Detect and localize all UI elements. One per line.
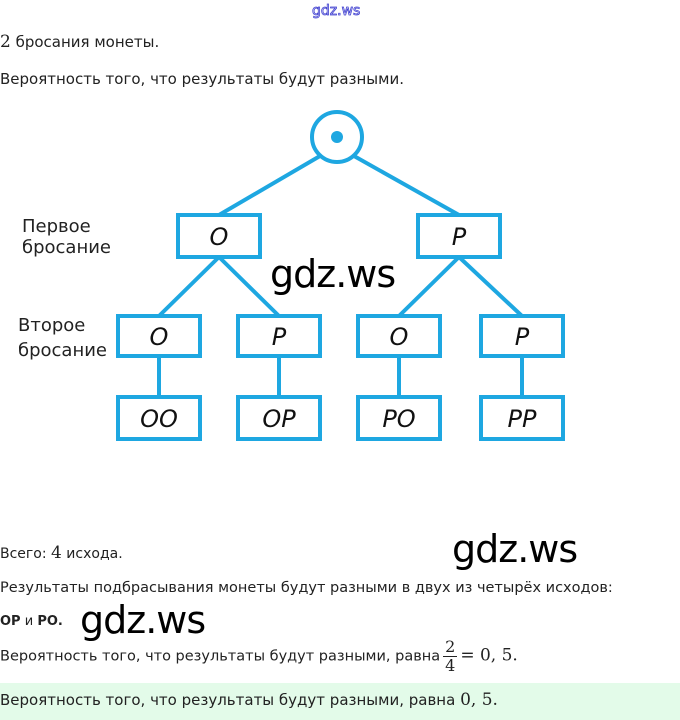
question-text: Вероятность того, что результаты будут р… [0,70,404,88]
calc-text: Вероятность того, что результаты будут р… [0,648,441,665]
answer-text: Вероятность того, что результаты будут р… [0,691,456,709]
answer-value: 0, 5. [460,690,498,710]
node-label: О [210,223,229,251]
intro-text: бросания монеты. [15,33,160,51]
fraction-denominator: 4 [445,656,456,675]
total-suffix: исхода. [66,546,123,562]
root-node [310,110,364,164]
total-value: 4 [51,543,62,563]
total-prefix: Всего: [0,546,47,562]
throw-count: 2 [0,32,11,52]
pair-b: РО. [37,614,63,629]
node-l1-o [176,213,262,259]
node-label: О [150,323,169,351]
outcome-label: ОО [140,405,178,433]
root-dot [331,131,343,143]
calc-line: Вероятность того, что результаты будут р… [0,638,518,675]
node-label: Р [515,323,530,351]
outcome-label: РР [508,405,537,433]
fraction-numerator: 2 [443,637,458,657]
watermark-top: gdz.ws [312,3,361,20]
intro-line: 2 бросания монеты. [0,32,159,52]
answer-line: Вероятность того, что результаты будут р… [0,690,498,710]
pair-a: ОР [0,614,21,629]
probability-tree: Первое бросание Второе бросание О Р О Р … [18,110,565,441]
watermark: gdz.ws [270,252,396,296]
watermark: gdz.ws [452,527,578,571]
node-label: О [390,323,409,351]
level2-label: бросание [18,340,107,361]
node-label: Р [272,323,287,351]
total-line: Всего: 4 исхода. [0,543,123,563]
pairs-line: ОР и РО. [0,614,63,629]
node-l1-p [416,213,502,259]
level1-label: бросание [22,237,111,258]
outcome-label: РО [382,405,415,433]
level1-label: Первое [22,216,91,237]
watermark: gdz.ws [80,598,206,642]
outcome-label: ОР [262,405,296,433]
pair-and: и [24,614,34,629]
level2-label: Второе [18,315,85,336]
answer-box: Вероятность того, что результаты будут р… [0,683,680,720]
calc-result: = 0, 5. [460,645,518,666]
different-text: Результаты подбрасывания монеты будут ра… [0,580,613,596]
node-label: Р [452,223,467,251]
